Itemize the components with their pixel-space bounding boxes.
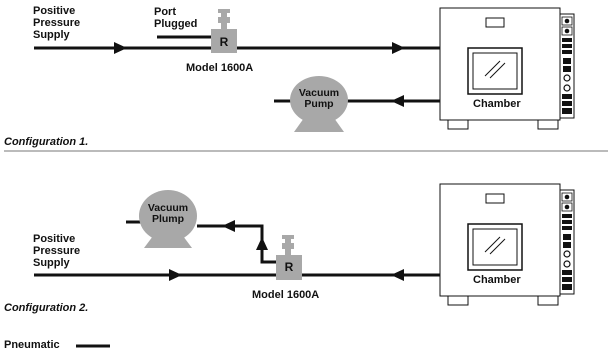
config1-arrow-right-2: [392, 42, 405, 54]
config2-arrow-up: [256, 237, 268, 250]
config1-arrow-right: [114, 42, 127, 54]
config1-chamber-label: Chamber: [473, 98, 521, 110]
config1-arrow-left: [391, 95, 404, 107]
config1-regulator: [211, 9, 237, 53]
config2-pump-line1: Vacuum: [147, 202, 189, 214]
config2-regulator-label: R: [284, 260, 294, 274]
config1-supply-line2: Pressure: [33, 17, 81, 29]
config1-port-line2: Plugged: [154, 18, 198, 30]
config1-caption: Configuration 1.: [4, 136, 89, 148]
config2-regulator: [276, 235, 302, 280]
config2-arrow-left: [391, 269, 404, 281]
config2-arrow-left-pump: [222, 220, 235, 232]
config2-pump-label: Vacuum Plump: [139, 203, 197, 225]
config1-supply-line1: Positive: [33, 5, 76, 17]
config1-pump-line2: Pump: [304, 98, 334, 110]
config1-port-line1: Port: [154, 6, 176, 18]
config2-arrow-right: [169, 269, 182, 281]
config1-vacuum-pump: [290, 76, 348, 132]
config1-pump-label: Vacuum Pump: [290, 88, 348, 110]
config1-model-label: Model 1600A: [186, 62, 254, 74]
config2-vacuum-pump: [139, 190, 197, 248]
config1-regulator-label: R: [219, 35, 229, 49]
config2-supply-line3: Supply: [33, 257, 70, 269]
config1-supply-label: Positive Pressure Supply: [33, 5, 80, 41]
legend-pneumatic-label: Pneumatic: [4, 339, 60, 351]
config2-supply-label: Positive Pressure Supply: [33, 233, 80, 269]
config2-supply-line2: Pressure: [33, 245, 81, 257]
config2-chamber-label: Chamber: [473, 274, 521, 286]
config2-caption: Configuration 2.: [4, 302, 89, 314]
config2-model-label: Model 1600A: [252, 289, 320, 301]
config2-pump-line2: Plump: [151, 213, 185, 225]
config1-supply-line3: Supply: [33, 29, 70, 41]
config1-port-label: Port Plugged: [154, 6, 197, 30]
config1-chamber: [439, 7, 575, 130]
config2-chamber: [439, 183, 575, 306]
config2-supply-line1: Positive: [33, 233, 76, 245]
config1-pump-line1: Vacuum: [298, 87, 340, 99]
